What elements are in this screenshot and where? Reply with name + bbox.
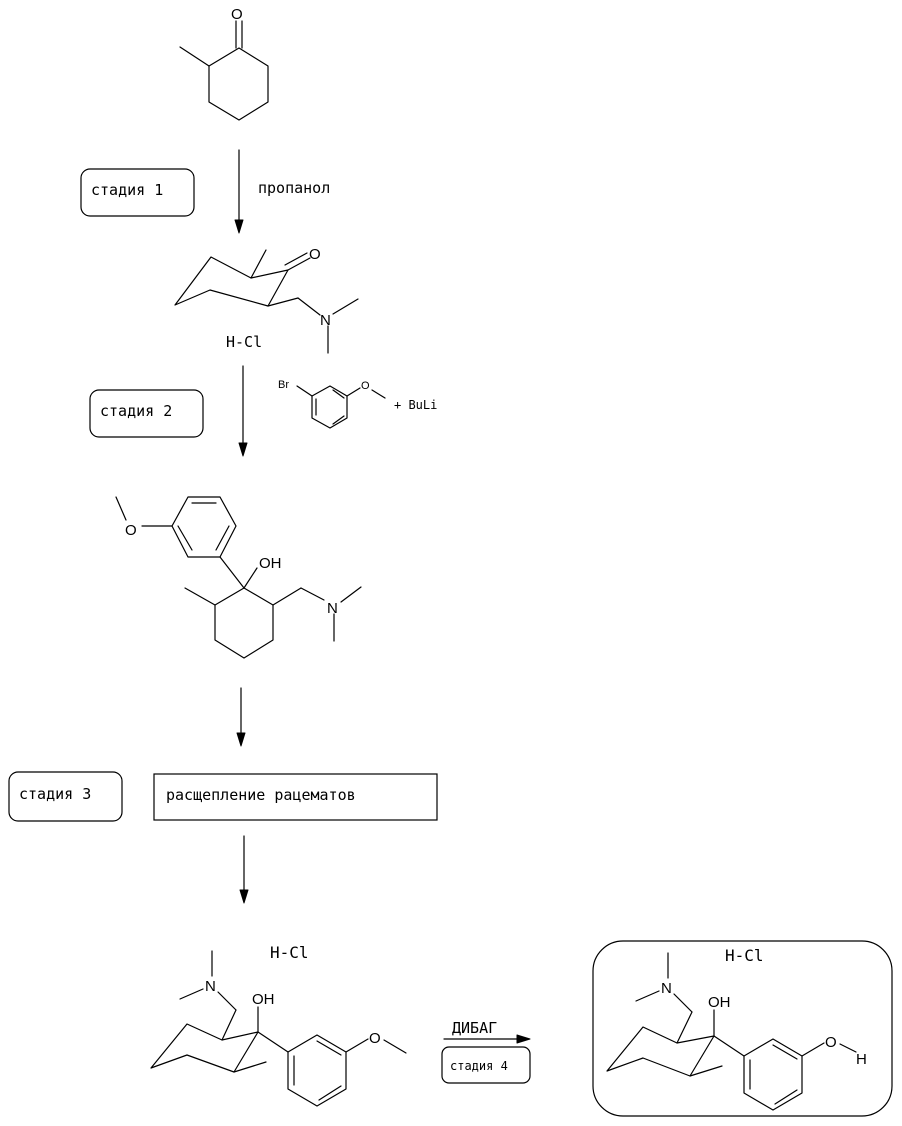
o-methyl-bond [116,497,126,520]
o-bond [347,388,360,396]
atom-nitrogen: N [320,312,331,329]
compound-methylcyclohexanone: O [180,6,268,120]
atom-hydroxyl: OH [259,555,282,572]
carbonyl-bond [285,253,307,265]
cyclohexane-ring [215,588,273,658]
cyclohexane-ring [151,1024,258,1072]
reagent-plus-buli: + BuLi [394,398,437,412]
benzene-ring [172,497,236,557]
compound-mannich-base: O N [175,246,358,353]
atom-oxygen: O [361,380,370,392]
ch2-bond [273,588,301,605]
atom-oxygen: O [825,1034,837,1051]
ch2-n-bond [298,298,320,315]
aryl-bond [220,557,244,588]
stage2-label: стадия 2 [100,402,172,420]
compound-racemic-alcohol: O OH N [116,497,361,658]
atom-hydrogen: H [856,1051,867,1068]
methyl-bond [251,250,266,278]
atom-oxygen: O [369,1030,381,1047]
n-methyl-bond [180,989,203,999]
atom-oxygen: O [309,246,321,263]
atom-oxygen: O [231,6,243,23]
hcl-label: H-Cl [270,943,309,962]
o-methyl-bond [372,390,385,398]
stage4-label: стадия 4 [450,1059,508,1073]
benzene-ring [312,386,347,428]
atom-nitrogen: N [327,600,338,617]
n-ch2-bond [218,992,236,1010]
cyclohexane-ring [209,48,268,120]
oh-bond [244,568,257,588]
atom-bromine: Br [278,379,289,391]
o-bond [346,1039,368,1052]
resolution-label: расщепление рацематов [166,786,356,804]
reagent-bromoanisole: Br O [278,379,385,428]
cyclohexane-ring [175,257,288,306]
atom-nitrogen: N [661,980,672,997]
br-bond [297,386,312,396]
atom-hydroxyl: OH [708,994,731,1011]
reaction-arrow [240,836,248,903]
hcl-label: H-Cl [226,333,262,351]
atom-oxygen: O [125,522,137,539]
o-methyl-bond [384,1040,406,1053]
stage3-label: стадия 3 [19,785,91,803]
reaction-arrow [235,150,243,233]
ch2-bond [222,1010,236,1040]
compound-resolved-enantiomer: N OH O [151,951,406,1106]
methyl-bond [180,47,209,66]
n-methyl-bond [333,299,358,314]
product-box [593,941,892,1116]
reaction-arrow [239,366,247,456]
reagent-propanol: пропанол [258,179,330,197]
ch2-n-bond [301,588,324,600]
n-methyl-bond [341,587,361,602]
aryl-bond [258,1032,288,1052]
hcl-label: H-Cl [725,946,764,965]
stage1-label: стадия 1 [91,181,163,199]
ch2-bond [268,298,298,306]
benzene-ring [288,1035,346,1106]
atom-hydroxyl: OH [252,991,275,1008]
reaction-arrow [237,688,245,746]
atom-nitrogen: N [205,978,216,995]
reagent-dibag: ДИБАГ [452,1019,497,1037]
carbonyl-bond [288,258,310,270]
methyl-bond [185,588,215,605]
